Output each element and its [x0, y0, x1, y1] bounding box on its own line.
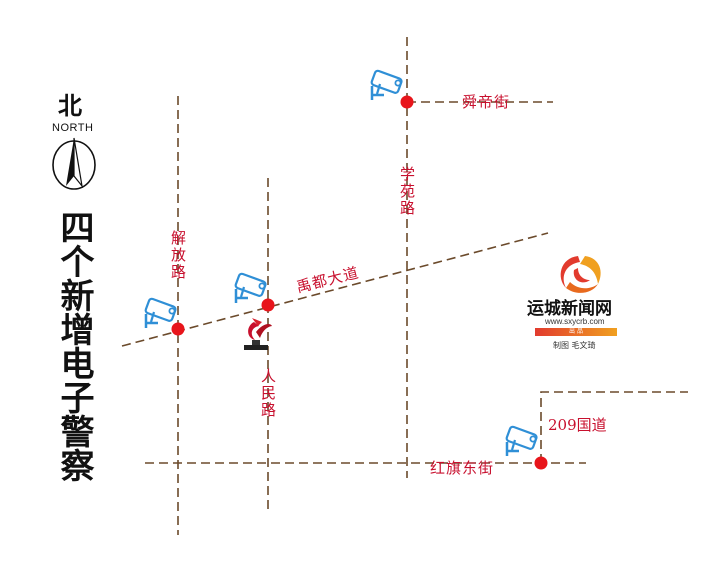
camera-location-marker[interactable]: [534, 456, 548, 470]
road-label-shundi: 舜帝街: [462, 93, 511, 111]
road-label-jiefang: 解放路: [169, 230, 187, 281]
brand-credit: 制图 毛文琦: [553, 341, 596, 350]
brand-tag: 出 品: [535, 328, 617, 336]
brand-tag-text: 出 品: [569, 328, 583, 335]
camera-location-marker[interactable]: [261, 298, 275, 312]
camera-location-marker[interactable]: [171, 322, 185, 336]
traffic-camera-icon: [504, 424, 539, 458]
yuncheng-news-logo-icon: [560, 256, 601, 293]
traffic-camera-icon: [233, 271, 268, 305]
north-label: 北: [58, 92, 82, 120]
traffic-camera-icon: [369, 68, 404, 102]
map-title: 四个新增电子警察: [54, 210, 94, 482]
camera-location-marker[interactable]: [400, 95, 414, 109]
road-yudu: [121, 232, 549, 347]
north-label-en: NORTH: [52, 122, 94, 134]
north-arrow-icon: [52, 137, 96, 190]
landmark-sculpture-icon: [244, 318, 272, 350]
traffic-camera-icon: [143, 296, 178, 330]
road-label-hongqi: 红旗东街: [430, 459, 495, 477]
brand-name: 运城新闻网: [527, 299, 612, 319]
brand-url: www.sxycrb.com: [545, 317, 605, 326]
road-label-g209: 209国道: [548, 416, 607, 434]
road-label-renmin: 人民路: [259, 368, 277, 419]
road-g209: [540, 391, 688, 463]
road-label-xueyuan: 学苑路: [398, 166, 416, 217]
